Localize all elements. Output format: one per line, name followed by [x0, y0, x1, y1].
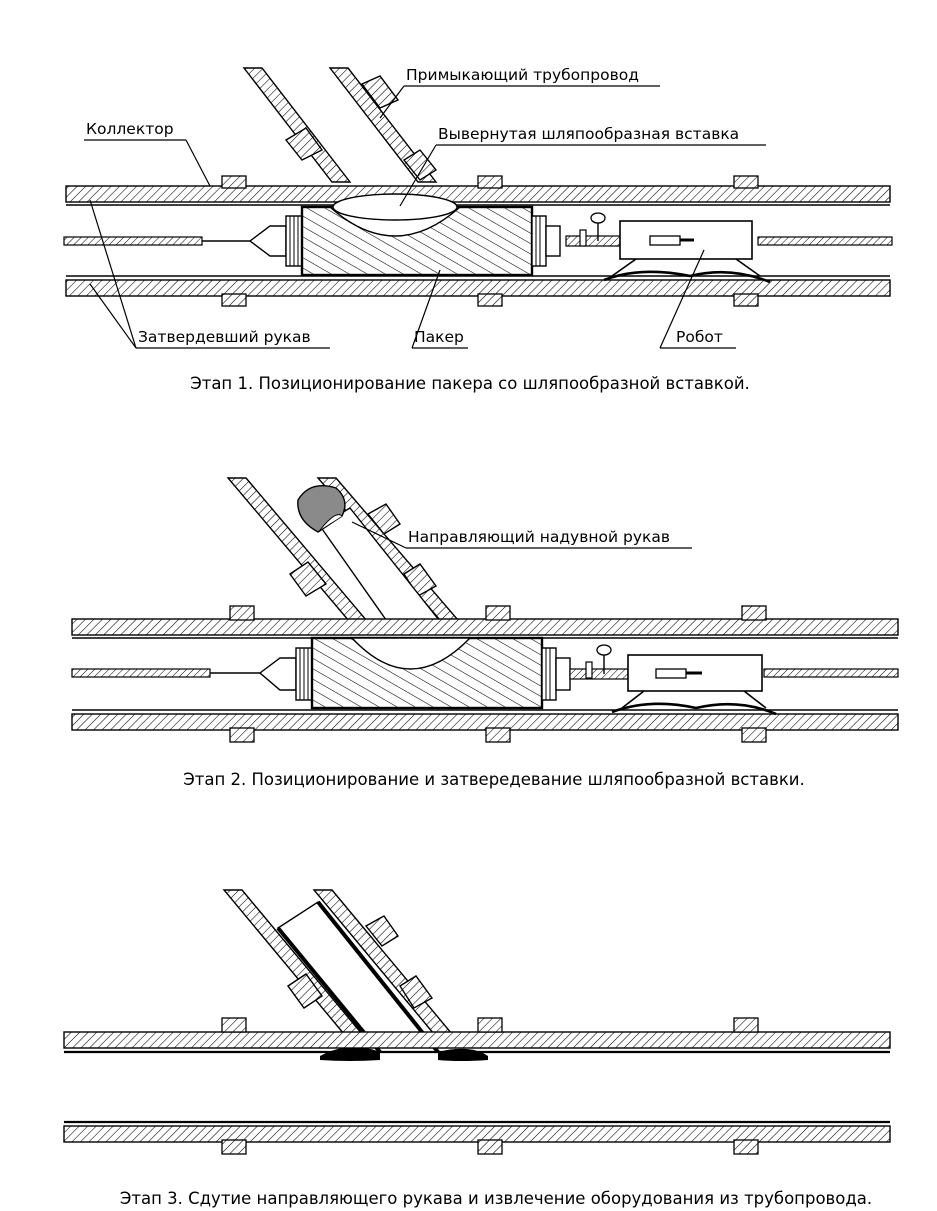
left-rod — [63, 236, 203, 246]
robot-2 — [611, 654, 777, 716]
collector-top-wall-2 — [71, 605, 899, 639]
label-guide-bladder: Направляющий надувной рукав — [408, 528, 670, 546]
stage-2-caption: Этап 2. Позиционирование и затвередевани… — [183, 770, 805, 789]
right-rod — [757, 236, 893, 246]
collector-bottom-wall-2 — [71, 709, 899, 743]
label-collector: Коллектор — [86, 120, 174, 138]
stage-2-labels: Направляющий надувной рукав — [351, 521, 692, 549]
adjacent-pipe — [242, 67, 438, 183]
collector-top-wall-3 — [63, 1017, 891, 1054]
label-adjacent-pipe: Примыкающий трубопровод — [406, 66, 639, 84]
label-robot: Робот — [676, 328, 723, 346]
adjacent-pipe-3 — [222, 889, 454, 1035]
stage-3-diagram — [63, 889, 891, 1155]
label-packer: Пакер — [414, 328, 464, 346]
packer-nose — [248, 225, 287, 257]
robot — [603, 220, 771, 284]
stage-1-caption: Этап 1. Позиционирование пакера со шляпо… — [190, 374, 750, 393]
stage-3-caption: Этап 3. Сдутие направляющего рукава и из… — [120, 1189, 872, 1208]
stage-1-labels: Примыкающий трубопровод Коллектор Выверн… — [84, 66, 766, 349]
collector-top-wall — [65, 175, 891, 206]
label-cured-liner: Затвердевший рукав — [138, 328, 311, 346]
collector-bottom-wall-3 — [63, 1120, 891, 1155]
stage-1-diagram — [63, 67, 893, 307]
label-hat-insert: Вывернутая шляпообразная вставка — [438, 125, 739, 143]
stage-2-diagram — [71, 477, 899, 743]
